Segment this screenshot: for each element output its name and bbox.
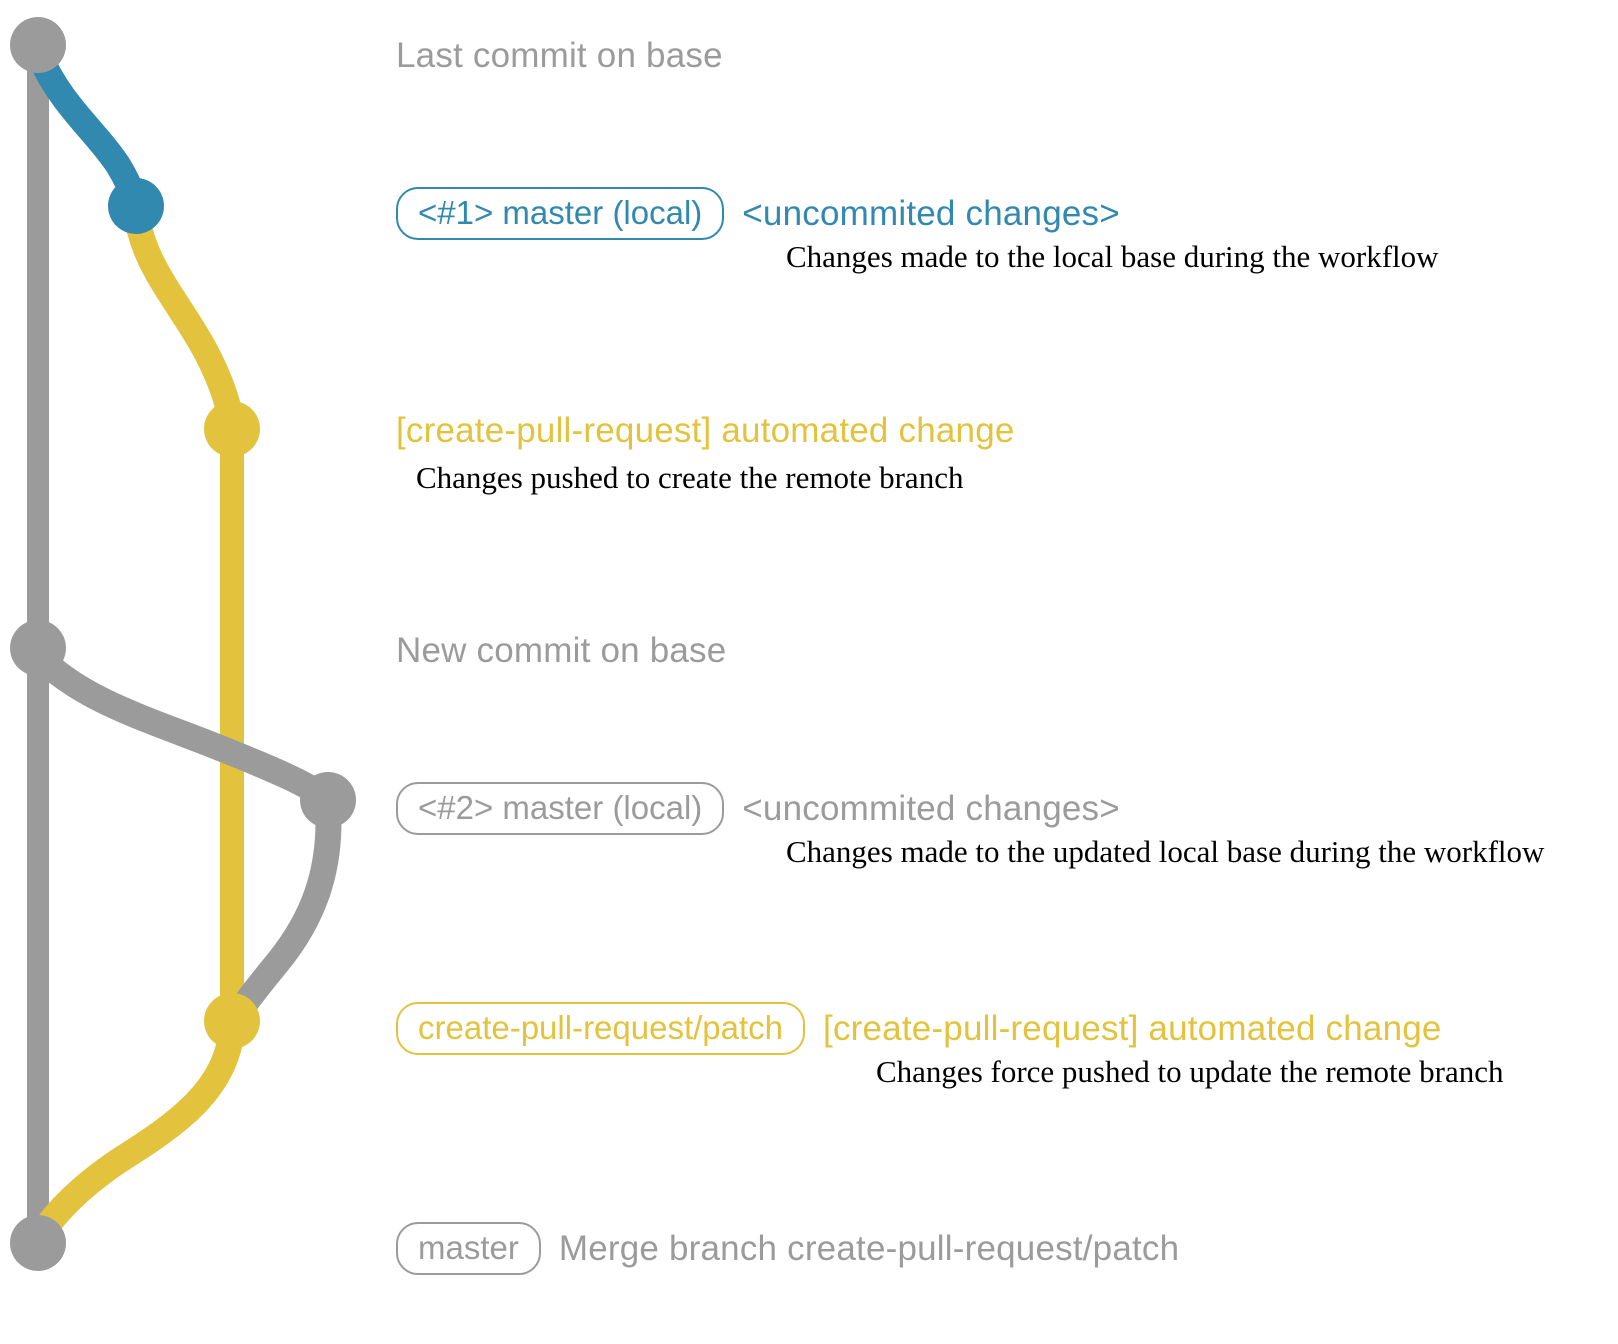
row-new-commit-on-base: New commit on base: [396, 631, 726, 671]
row-create-pull-request-patch: create-pull-request/patch [create-pull-r…: [396, 1002, 1442, 1055]
branch-badge-master-local-1[interactable]: <#1> master (local): [396, 187, 725, 240]
desc-local-changes-2: Changes made to the updated local base d…: [786, 834, 1545, 869]
commit-node-new-base[interactable]: [10, 620, 66, 676]
automated-change-label-2: [create-pull-request] automated change: [823, 1008, 1442, 1048]
branch-badge-create-pull-request-patch[interactable]: create-pull-request/patch: [396, 1002, 806, 1055]
commit-node-remote-2[interactable]: [204, 993, 260, 1049]
branch-badge-master[interactable]: master: [396, 1222, 541, 1275]
row-last-commit-on-base: Last commit on base: [396, 36, 723, 76]
commit-node-merge-base[interactable]: [10, 1215, 66, 1271]
row-automated-change-1: [create-pull-request] automated change: [396, 411, 1015, 451]
desc-force-pushed-update-remote: Changes force pushed to update the remot…: [876, 1054, 1504, 1089]
row-master-local-2: <#2> master (local) <uncommited changes>: [396, 782, 1120, 835]
commit-node-last-base[interactable]: [10, 17, 66, 73]
commit-node-local-2[interactable]: [300, 772, 356, 828]
merge-branch-label: Merge branch create-pull-request/patch: [558, 1228, 1180, 1268]
row-master-merge: master Merge branch create-pull-request/…: [396, 1222, 1179, 1275]
commit-node-remote-1[interactable]: [204, 401, 260, 457]
row-master-local-1: <#1> master (local) <uncommited changes>: [396, 187, 1120, 240]
commit-node-local-1[interactable]: [108, 178, 164, 234]
last-commit-on-base-label: Last commit on base: [396, 36, 723, 75]
desc-pushed-create-remote: Changes pushed to create the remote bran…: [416, 460, 964, 495]
desc-local-changes-1: Changes made to the local base during th…: [786, 239, 1439, 274]
uncommited-changes-label-2: <uncommited changes>: [742, 788, 1120, 828]
local-branch-2-line: [25, 642, 341, 813]
branch-badge-master-local-2[interactable]: <#2> master (local): [396, 782, 725, 835]
uncommited-changes-label-1: <uncommited changes>: [742, 193, 1120, 233]
automated-change-label-1: [create-pull-request] automated change: [396, 411, 1015, 450]
new-commit-on-base-label: New commit on base: [396, 631, 727, 670]
remote-merge-to-base-line: [27, 1013, 245, 1251]
